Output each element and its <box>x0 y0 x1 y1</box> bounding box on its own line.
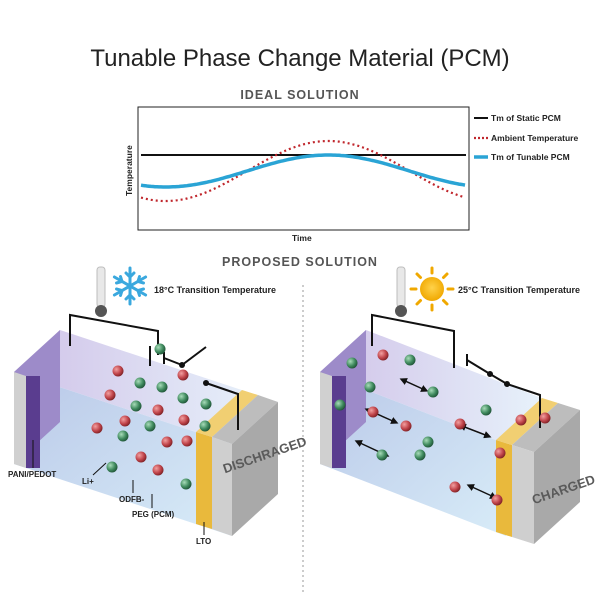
left-anode-top <box>196 390 258 437</box>
li-ion-particle <box>112 365 124 377</box>
left-battery <box>14 266 278 536</box>
odfb-anion-particle <box>422 436 434 448</box>
chart-frame <box>137 106 470 231</box>
ion-arrow-1 <box>399 378 429 392</box>
li-ion-particle <box>104 389 116 401</box>
li-ion-particle <box>367 406 379 418</box>
label-pani-pedot: PANI/PEDOT <box>8 470 57 479</box>
legend-tunable-label: Tm of Tunable PCM <box>491 152 570 162</box>
left-cap-front <box>212 437 232 536</box>
li-ion-particle <box>449 481 461 493</box>
li-ion-particle <box>119 415 131 427</box>
odfb-anion-particle <box>334 399 346 411</box>
diagram-title: Tunable Phase Change Material (PCM) <box>90 45 510 72</box>
odfb-anion-particle <box>376 449 388 461</box>
li-ion-particle <box>491 494 503 506</box>
li-ion-particle <box>454 418 466 430</box>
odfb-anion-particle <box>199 420 211 432</box>
li-ion-particle <box>152 404 164 416</box>
odfb-anion-particle <box>106 461 118 473</box>
li-ion-particle <box>135 451 147 463</box>
left-anode-front <box>196 432 212 529</box>
left-cap-top <box>212 395 278 444</box>
li-ion-particle <box>178 414 190 426</box>
right-cap-front <box>512 445 534 544</box>
li-ion-particle <box>539 412 551 424</box>
right-anode-top <box>496 398 558 445</box>
li-ion-particle <box>515 414 527 426</box>
left-wire-b <box>205 382 239 430</box>
left-cathode-front <box>26 376 40 468</box>
left-collector-front <box>14 372 26 468</box>
right-cap-top <box>512 403 580 452</box>
odfb-anion-particle <box>364 381 376 393</box>
sun-icon <box>409 266 455 312</box>
left-thermometer-icon <box>95 266 107 317</box>
label-peg-pcm: PEG (PCM) <box>132 510 175 519</box>
proposed-solution-heading: PROPOSED SOLUTION <box>222 255 378 269</box>
left-transition-label: 18°C Transition Temperature <box>154 285 276 295</box>
ion-arrow-5 <box>466 484 498 499</box>
li-ion-particle <box>181 435 193 447</box>
li-ion-particle <box>152 464 164 476</box>
right-electrolyte-top <box>320 330 552 444</box>
right-wire-a <box>371 313 455 357</box>
left-open-switch <box>163 346 207 367</box>
label-lto: LTO <box>196 537 212 546</box>
li-ion-particle <box>177 369 189 381</box>
label-li-plus: Li+ <box>82 477 94 486</box>
right-cathode-front <box>332 376 346 468</box>
li-ion-particle <box>400 420 412 432</box>
odfb-anion-particle <box>154 343 166 355</box>
label-odfb: ODFB- <box>119 495 145 504</box>
right-switch-node-b <box>504 381 510 387</box>
right-battery <box>320 266 580 544</box>
li-ion-particle <box>91 422 103 434</box>
li-ion-particle <box>377 349 389 361</box>
right-switch-node-a <box>487 371 493 377</box>
odfb-anion-particle <box>144 420 156 432</box>
odfb-anion-particle <box>404 354 416 366</box>
odfb-anion-particle <box>134 377 146 389</box>
legend-static-label: Tm of Static PCM <box>491 113 561 123</box>
odfb-anion-particle <box>414 449 426 461</box>
left-electrolyte-front <box>14 372 232 536</box>
left-electrolyte-top <box>14 330 278 444</box>
right-transition-label: 25°C Transition Temperature <box>458 285 580 295</box>
tunable-pcm-curve <box>140 153 466 189</box>
left-wire-a <box>69 313 159 355</box>
odfb-anion-particle <box>180 478 192 490</box>
right-thermometer-icon <box>395 266 407 317</box>
pointer-li <box>92 462 107 476</box>
snowflake-icon <box>112 266 148 306</box>
left-switch-node-a <box>179 362 185 368</box>
right-cap-side <box>534 410 580 544</box>
odfb-anion-particle <box>177 392 189 404</box>
ideal-solution-heading: IDEAL SOLUTION <box>240 88 360 102</box>
odfb-anion-particle <box>480 404 492 416</box>
ion-particles <box>91 343 551 506</box>
li-ion-particle <box>161 436 173 448</box>
ion-arrow-3 <box>458 423 492 439</box>
left-cap-side <box>232 402 278 536</box>
odfb-anion-particle <box>156 381 168 393</box>
odfb-anion-particle <box>427 386 439 398</box>
legend-ambient-label: Ambient Temperature <box>491 133 579 143</box>
odfb-anion-particle <box>117 430 129 442</box>
right-collector-front <box>320 372 332 468</box>
odfb-anion-particle <box>200 398 212 410</box>
left-switch-node-b <box>203 380 209 386</box>
odfb-anion-particle <box>346 357 358 369</box>
li-ion-particle <box>494 447 506 459</box>
right-anode-front <box>496 440 512 537</box>
x-axis-label: Time <box>292 233 312 243</box>
odfb-anion-particle <box>130 400 142 412</box>
